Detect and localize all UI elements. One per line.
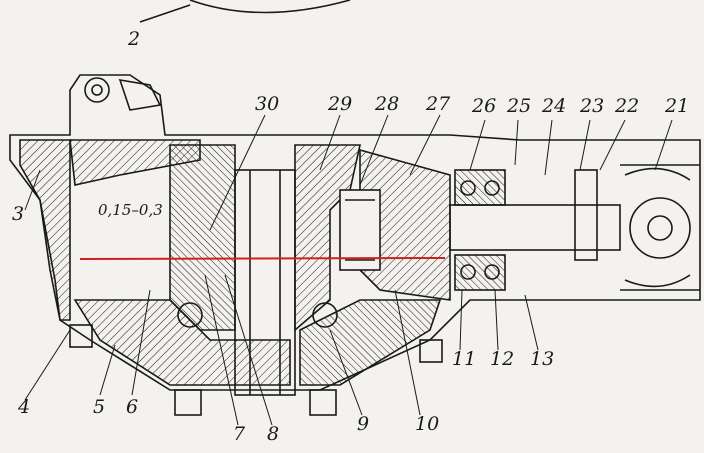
callout-2: 2	[128, 28, 141, 50]
callout-24: 24	[542, 95, 567, 117]
universal-joint-21	[620, 164, 700, 291]
bearing-ball-right	[312, 302, 338, 328]
callout-5: 5	[93, 396, 106, 418]
callout-25: 25	[507, 95, 532, 117]
callout-3: 3	[12, 203, 25, 225]
housing-left-wall	[19, 139, 71, 321]
shaft-housing	[169, 144, 236, 331]
callout-11: 11	[452, 348, 477, 370]
callout-21: 21	[665, 95, 690, 117]
housing-bottom-right	[299, 299, 442, 386]
bearing-ball-left	[177, 302, 203, 328]
callout-27: 27	[426, 93, 451, 115]
callout-22: 22	[615, 95, 640, 117]
callout-29: 29	[328, 93, 353, 115]
eye-bracket	[84, 77, 110, 103]
callout-10: 10	[415, 413, 440, 435]
bearing-11	[454, 254, 506, 291]
bearing-26	[454, 169, 506, 206]
callout-23: 23	[580, 95, 605, 117]
callout-30: 30	[255, 93, 280, 115]
callout-28: 28	[375, 93, 400, 115]
gear-28	[339, 189, 381, 271]
pin-23	[574, 169, 598, 261]
callout-7: 7	[233, 423, 246, 445]
housing-top-wall	[69, 139, 201, 186]
callout-9: 9	[357, 413, 370, 435]
callout-26: 26	[472, 95, 497, 117]
callout-13: 13	[530, 348, 555, 370]
callout-4: 4	[18, 396, 31, 418]
callout-6: 6	[126, 396, 139, 418]
red-axis-line	[79, 257, 446, 260]
bolts	[69, 324, 443, 416]
clearance-label: 0,15–0,3	[98, 201, 163, 219]
part-2-arc	[189, 0, 351, 14]
drive-shaft	[449, 204, 621, 251]
callout-8: 8	[267, 423, 280, 445]
callout-12: 12	[490, 348, 515, 370]
